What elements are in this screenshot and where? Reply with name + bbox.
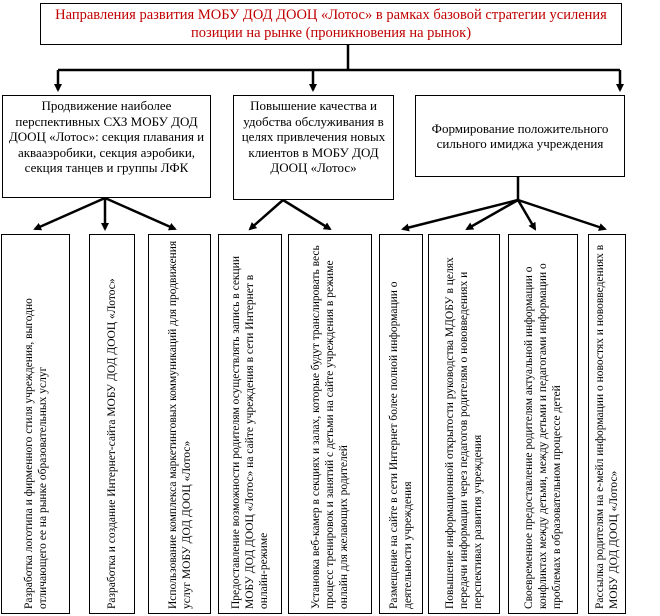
action-text: Разработка логотипа и фирменного стиля у… [22, 298, 49, 609]
action-text: Использование комплекса маркетинговых ко… [166, 240, 193, 609]
action-text: Своевременное предоставление родителям а… [523, 263, 563, 609]
arrow-3-4 [517, 198, 607, 231]
action-box-webcams: Установка веб-камер в секциях и залах, к… [288, 234, 372, 614]
direction-box-service-quality: Повышение качества и удобства обслуживан… [233, 95, 394, 200]
arrow-2-2 [282, 198, 332, 231]
direction-box-image: Формирование положительного сильного ими… [415, 95, 625, 177]
action-box-openness: Повышение информационной открытости руко… [428, 234, 500, 614]
action-text: Размещение на сайте в сети Интернет боле… [388, 281, 414, 609]
action-box-online-signup: Предоставление возможности родителям осу… [218, 234, 282, 614]
action-text: Рассылка родителям на е-мейл информации … [594, 244, 620, 609]
action-text: Повышение информационной открытости руко… [444, 257, 484, 609]
arrow-2-1 [248, 199, 284, 231]
action-box-email: Рассылка родителям на е-мейл информации … [588, 234, 626, 614]
arrow-1-1 [33, 196, 106, 231]
arrow-3-1 [401, 198, 519, 232]
action-text: Предоставление возможности родителям осу… [230, 256, 270, 609]
direction-box-promotion: Продвижение наиболее перспективных СХЗ М… [2, 95, 211, 198]
direction-label: Продвижение наиболее перспективных СХЗ М… [8, 98, 205, 175]
arrow-1-3 [104, 196, 177, 231]
action-box-site-info: Размещение на сайте в сети Интернет боле… [379, 234, 423, 614]
direction-label: Формирование положительного сильного ими… [431, 120, 609, 152]
direction-label: Повышение качества и удобства обслуживан… [241, 98, 386, 175]
action-text: Установка веб-камер в секциях и залах, к… [310, 245, 350, 609]
action-box-conflict-info: Своевременное предоставление родителям а… [508, 234, 578, 614]
action-box-website: Разработка и создание Интернет-сайта МОБ… [89, 234, 135, 614]
diagram-title: Направления развития МОБУ ДОД ДООЦ «Лото… [40, 3, 622, 45]
action-box-logo: Разработка логотипа и фирменного стиля у… [1, 234, 70, 614]
action-box-marketing: Использование комплекса маркетинговых ко… [148, 234, 211, 614]
arrow-3-2 [465, 198, 519, 231]
arrow-3-3 [516, 199, 537, 231]
action-text: Разработка и создание Интернет-сайта МОБ… [106, 278, 118, 609]
diagram-title-text: Направления развития МОБУ ДОД ДООЦ «Лото… [55, 7, 607, 41]
